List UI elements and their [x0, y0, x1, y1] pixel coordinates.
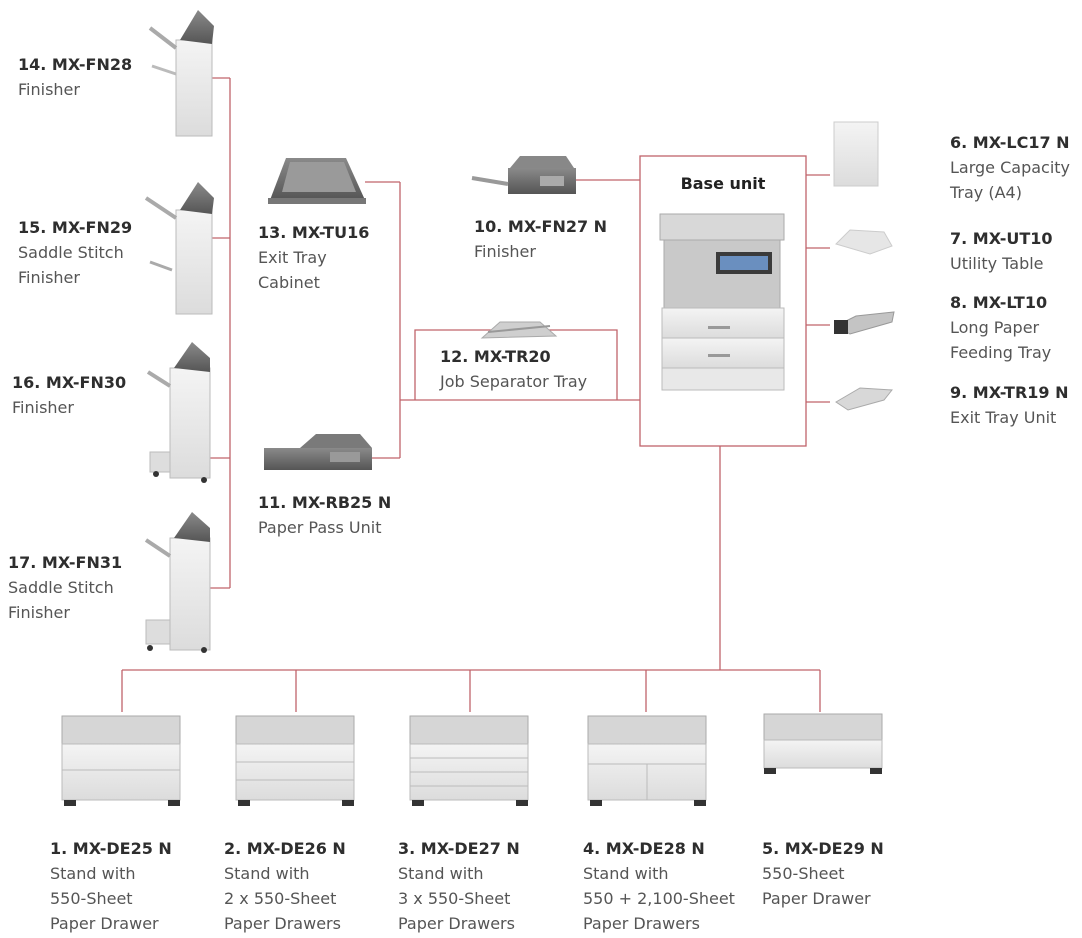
option-description: Paper Drawers [583, 914, 700, 933]
long-paper-feeding-tray-image [834, 311, 895, 335]
option-code: 10. MX-FN27 N [474, 217, 608, 236]
stand-1-image [61, 715, 181, 806]
option-description: Stand with [224, 864, 310, 883]
option-code: 13. MX-TU16 [258, 223, 370, 242]
option-code: 11. MX-RB25 N [258, 493, 392, 512]
option-description: 3 x 550-Sheet [398, 889, 511, 908]
finisher-17-image [144, 512, 211, 653]
option-description: 550-Sheet [762, 864, 845, 883]
option-description: 550-Sheet [50, 889, 133, 908]
option-description: Paper Drawer [762, 889, 871, 908]
option-description: Cabinet [258, 273, 320, 292]
option-description: Stand with [398, 864, 484, 883]
option-code: 4. MX-DE28 N [583, 839, 705, 858]
option-description: Finisher [474, 242, 536, 261]
option-description: Large Capacity [950, 158, 1071, 177]
connector-lines [121, 77, 830, 712]
option-description: Saddle Stitch [18, 243, 124, 262]
option-description: Paper Pass Unit [258, 518, 382, 537]
option-description: Paper Drawer [50, 914, 159, 933]
option-description: Utility Table [950, 254, 1044, 273]
option-label-9: 9. MX-TR19 N Exit Tray Unit [950, 380, 1068, 430]
option-code: 1. MX-DE25 N [50, 839, 172, 858]
stand-3-image [409, 715, 529, 806]
option-description: 2 x 550-Sheet [224, 889, 337, 908]
finisher-14-image [148, 10, 214, 137]
option-code: 6. MX-LC17 N [950, 133, 1070, 152]
option-code: 14. MX-FN28 [18, 55, 133, 74]
option-description: Finisher [12, 398, 74, 417]
option-description: Saddle Stitch [8, 578, 114, 597]
option-code: 5. MX-DE29 N [762, 839, 884, 858]
option-description: Job Separator Tray [440, 372, 588, 391]
option-description: Finisher [18, 268, 80, 287]
option-description: Stand with [583, 864, 669, 883]
stand-5-image [763, 713, 883, 774]
option-code: 2. MX-DE26 N [224, 839, 346, 858]
option-code: 16. MX-FN30 [12, 373, 127, 392]
option-description: Stand with [50, 864, 136, 883]
option-description: Long Paper [950, 318, 1040, 337]
option-code: 7. MX-UT10 [950, 229, 1053, 248]
option-description: Finisher [18, 80, 80, 99]
finisher-15-image [144, 182, 214, 315]
option-description: 550 + 2,100-Sheet [583, 889, 735, 908]
option-label-10: 10. MX-FN27 N Finisher [474, 214, 607, 264]
base-unit-title: Base unit [680, 174, 766, 193]
option-description: Finisher [8, 603, 70, 622]
base-unit-image [659, 213, 785, 391]
option-description: Paper Drawers [224, 914, 341, 933]
option-code: 15. MX-FN29 [18, 218, 133, 237]
option-code: 17. MX-FN31 [8, 553, 123, 572]
finisher-16-image [146, 342, 211, 483]
large-capacity-tray-image [833, 121, 879, 187]
exit-tray-unit-image [835, 387, 893, 411]
option-code: 9. MX-TR19 N [950, 383, 1069, 402]
paper-pass-unit-image [264, 434, 372, 470]
option-description: Paper Drawers [398, 914, 515, 933]
option-description: Feeding Tray [950, 343, 1052, 362]
option-description: Exit Tray Unit [950, 408, 1057, 427]
stand-2-image [235, 715, 355, 806]
option-description: Exit Tray [258, 248, 327, 267]
finisher-10-image [471, 156, 576, 194]
option-code: 3. MX-DE27 N [398, 839, 520, 858]
exit-tray-cabinet-image [268, 158, 366, 204]
job-separator-tray-image [480, 321, 558, 339]
option-code: 12. MX-TR20 [440, 347, 551, 366]
utility-table-image [835, 229, 893, 255]
option-label-11: 11. MX-RB25 N Paper Pass Unit [258, 490, 391, 540]
option-description: Tray (A4) [950, 183, 1022, 202]
stand-4-image [587, 715, 707, 806]
option-code: 8. MX-LT10 [950, 293, 1048, 312]
